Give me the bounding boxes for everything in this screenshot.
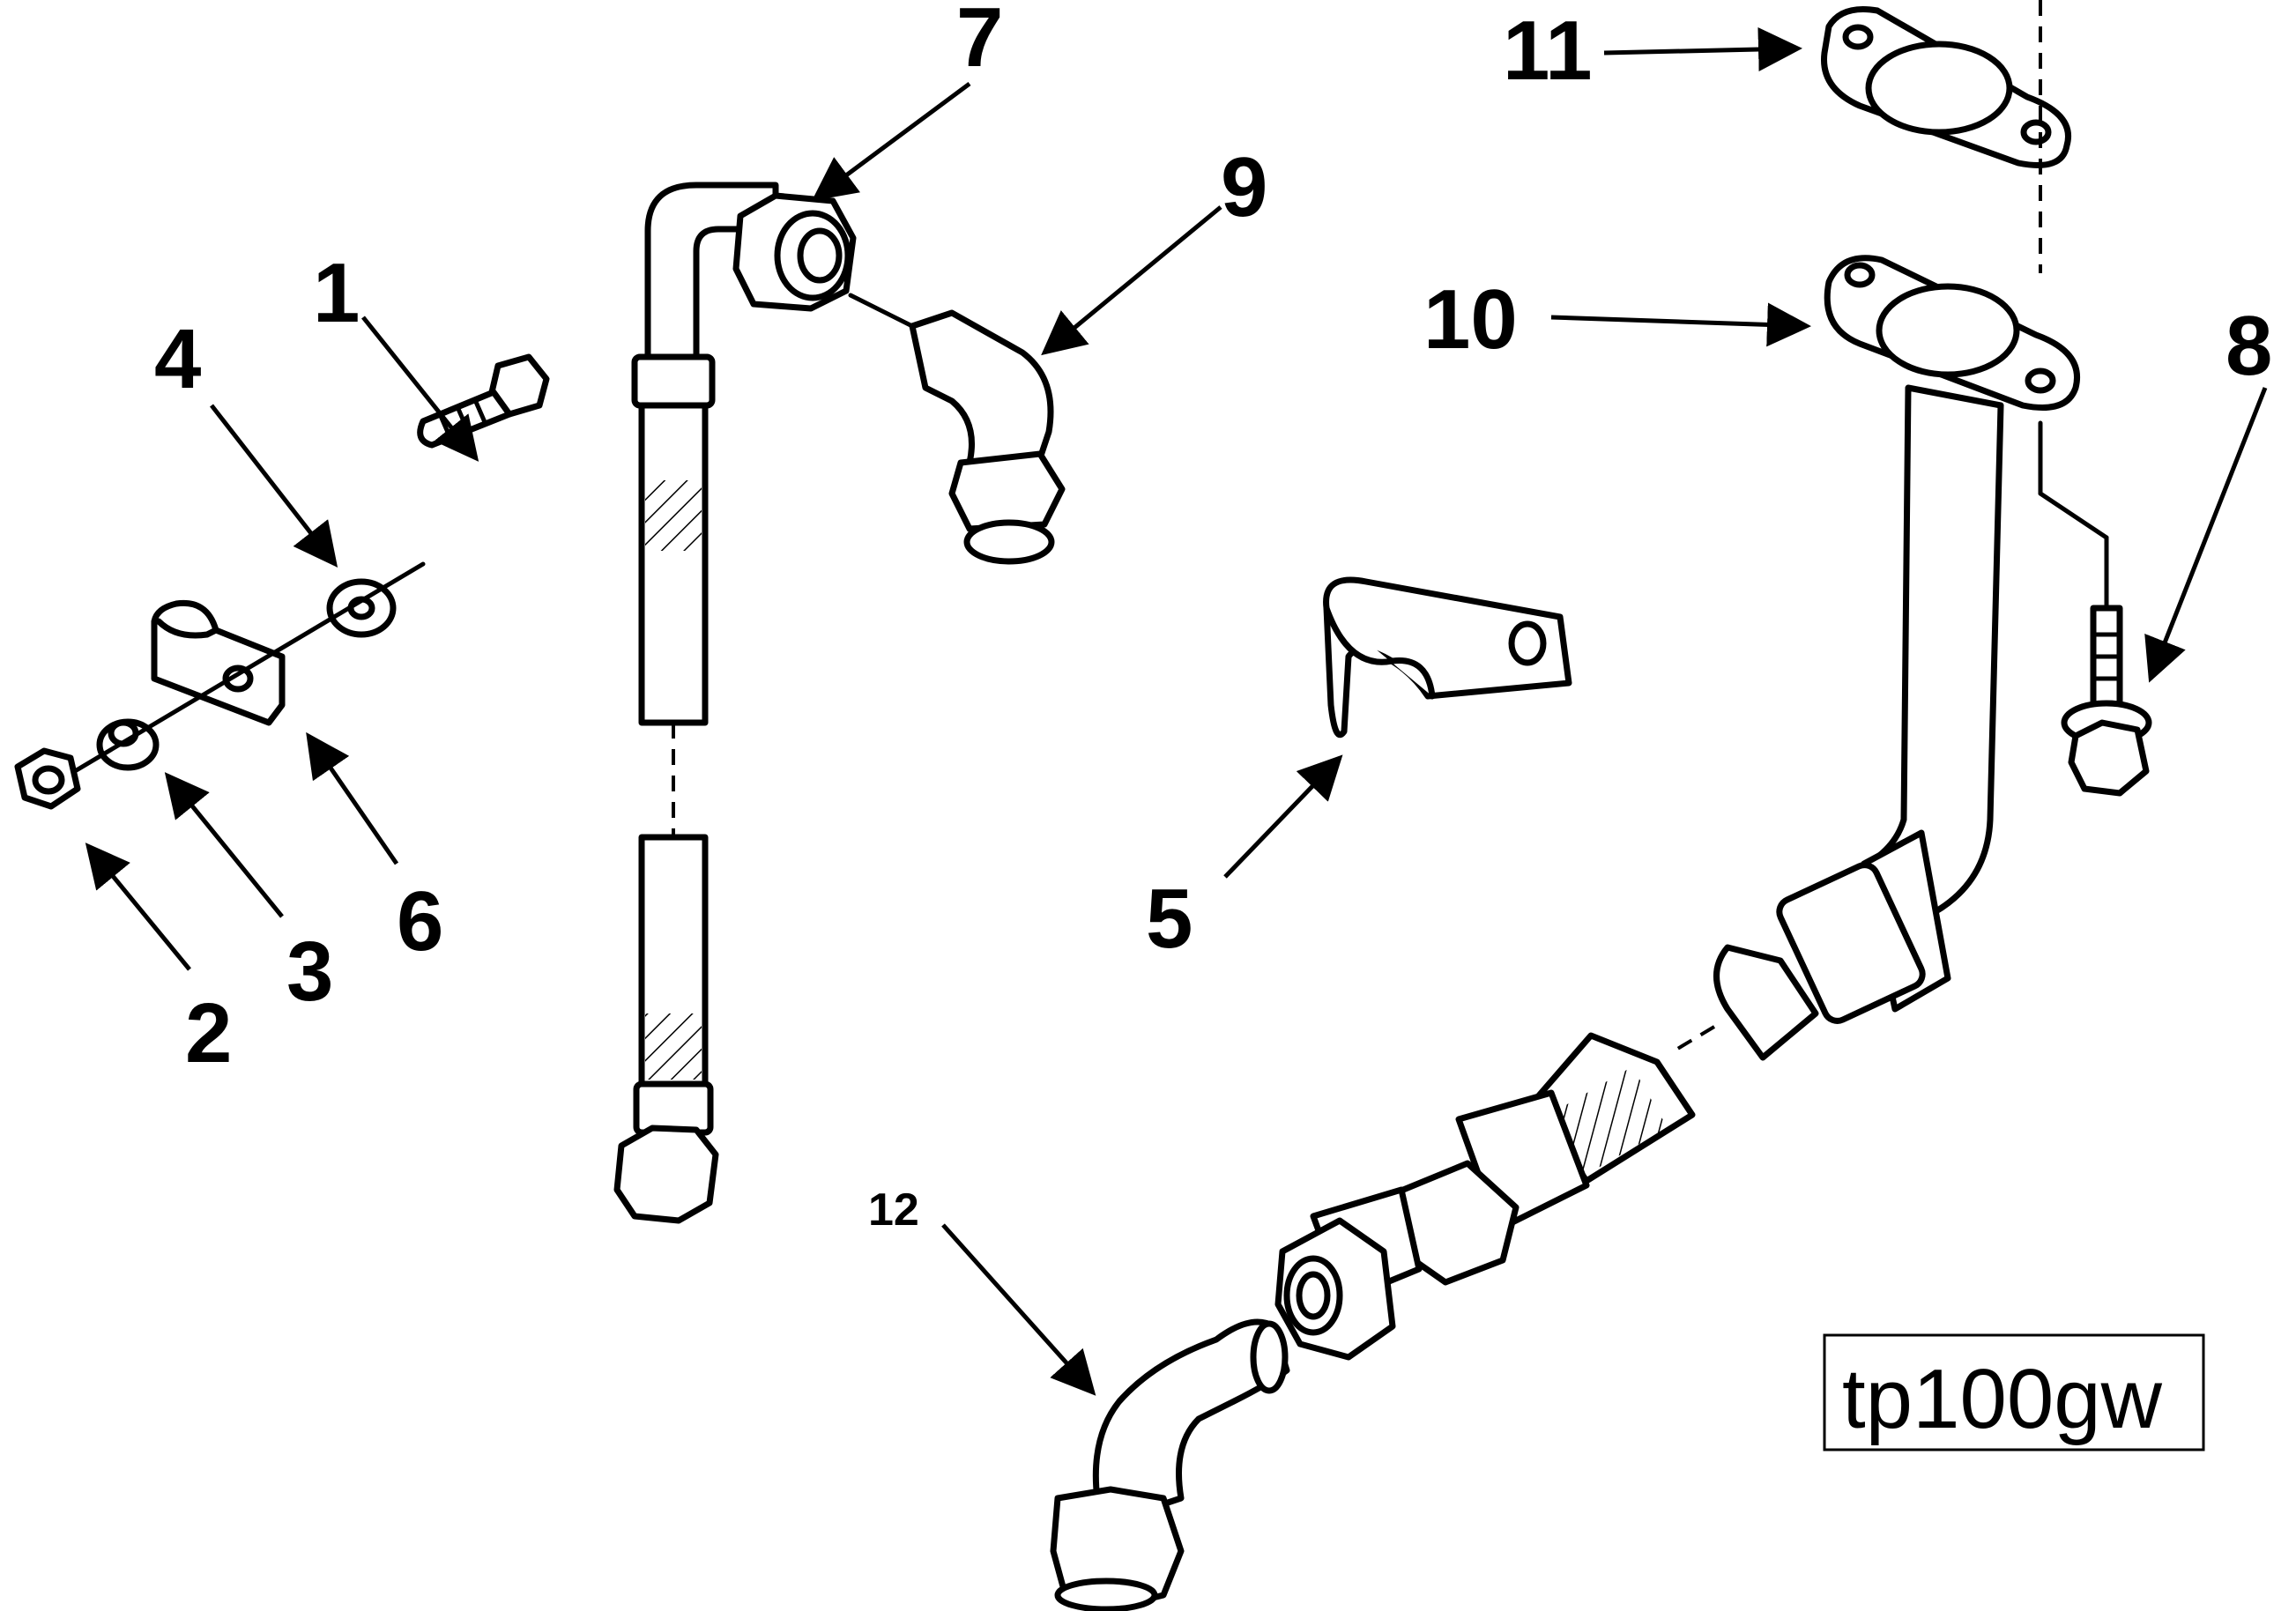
nut-part-2 — [14, 747, 81, 810]
figure-tag: tp100gw — [1823, 1333, 2205, 1451]
leader-4 — [210, 404, 338, 568]
callout-11: 11 — [1503, 4, 1592, 98]
bolt-part-1 — [417, 353, 550, 449]
callout-7: 7 — [956, 0, 1003, 85]
leader-12 — [941, 1223, 1096, 1396]
leader-10 — [1550, 302, 1811, 347]
flange-tube-part-10 — [1668, 255, 2080, 1061]
braided-hose-part-7 — [613, 182, 857, 1224]
callout-10: 10 — [1423, 272, 1518, 367]
callout-numbers: 1 4 6 3 2 7 9 11 10 8 5 12 — [154, 0, 2272, 1236]
lower-hose-assembly — [1274, 1032, 1696, 1361]
leader-8 — [2144, 387, 2268, 683]
gasket-part-11 — [1821, 5, 2071, 168]
leader-3 — [164, 772, 284, 918]
callout-6: 6 — [397, 874, 443, 969]
callout-12: 12 — [868, 1184, 919, 1236]
leader-6 — [306, 731, 399, 865]
callout-8: 8 — [2225, 299, 2272, 393]
callout-3: 3 — [286, 924, 333, 1019]
leader-1 — [361, 316, 479, 462]
callout-4: 4 — [154, 312, 201, 406]
figure-tag-text: tp100gw — [1842, 1352, 2163, 1446]
leader-5 — [1223, 754, 1343, 879]
leader-9 — [1041, 205, 1222, 356]
clamp-assembly — [14, 353, 550, 810]
leader-2 — [85, 843, 191, 971]
leader-lines — [85, 27, 2268, 1396]
loop-clamp-part-5 — [1323, 576, 1572, 739]
leader-7 — [811, 81, 971, 201]
leader-11 — [1603, 27, 1802, 72]
callout-9: 9 — [1221, 140, 1267, 234]
callout-1: 1 — [313, 246, 360, 340]
callout-2: 2 — [185, 986, 232, 1080]
bolt-part-8 — [2038, 420, 2152, 797]
clamp-bracket-part-6 — [151, 599, 286, 726]
elbow-fitting-part-12 — [1050, 1318, 1290, 1611]
elbow-fitting-part-9 — [848, 293, 1066, 565]
callout-5: 5 — [1146, 872, 1193, 966]
